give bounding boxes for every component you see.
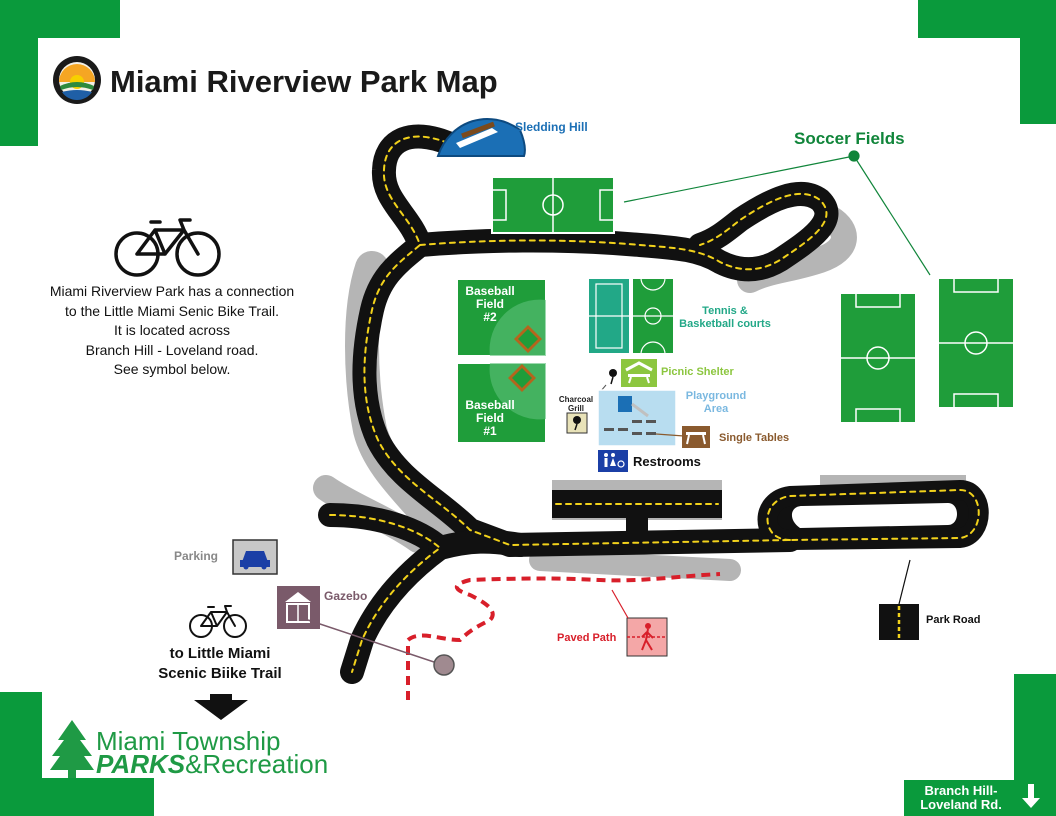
grill-label-line: Grill: [567, 404, 584, 413]
baseball-1-line: Field: [475, 411, 504, 425]
soccer-fields-label: Soccer Fields: [794, 129, 905, 148]
soccer-field-right-1: [839, 292, 917, 424]
baseball-field-1: [456, 362, 547, 444]
gazebo-leader: [307, 619, 441, 665]
bike-desc-line: to the Little Miami Senic Bike Trail.: [65, 302, 279, 319]
logo-line2: PARKS&Recreation: [96, 749, 328, 780]
parking-label: Parking: [174, 549, 219, 563]
bike-desc-line: See symbol below.: [113, 361, 231, 377]
picnic-shelter-icon: [621, 359, 657, 387]
soccer-field-right-2: [937, 277, 1015, 409]
baseball-1-line: #1: [483, 424, 497, 438]
bike-trail-description: Miami Riverview Park has a connection to…: [40, 282, 304, 380]
paved-path-leader: [611, 589, 629, 619]
baseball-2-line: #2: [483, 310, 497, 324]
page-title: Miami Riverview Park Map: [110, 64, 498, 99]
trail-link-label: to Little Miami Scenic Biike Trail: [140, 644, 300, 684]
exit-sign-line2: Loveland Rd.: [920, 797, 1002, 812]
grill-small-icon: [609, 369, 617, 385]
logo-parks: PARKS: [96, 749, 186, 779]
tennis-basketball-courts: [587, 277, 675, 355]
park-road-icon: [879, 604, 919, 640]
baseball-field-2: [456, 278, 547, 357]
single-tables-leader: [655, 433, 685, 437]
logo-recreation: &Recreation: [185, 749, 329, 779]
paved-path: [406, 572, 721, 700]
playground-label: Playground Area: [678, 390, 754, 416]
soccer-label-leader: [623, 150, 931, 276]
bicycle-icon: [114, 218, 221, 277]
restrooms-label: Restrooms: [633, 454, 701, 469]
single-tables-label: Single Tables: [719, 432, 790, 444]
tennis-label-line: Tennis &: [702, 305, 748, 317]
tree-logo-icon: [50, 720, 94, 778]
trail-link-line1: to Little Miami: [169, 645, 271, 662]
paved-path-icon: [626, 617, 668, 657]
baseball-field-2-label: Baseball Field #2: [457, 285, 523, 324]
baseball-2-line: Field: [475, 297, 504, 311]
logo-line1: Miami Township: [96, 726, 281, 756]
gazebo-label: Gazebo: [324, 589, 368, 603]
bike-desc-line: Branch Hill - Loveland road.: [85, 341, 259, 358]
trail-link-line2: Scenic Biike Trail: [158, 665, 282, 682]
park-road-leader: [898, 559, 911, 605]
baseball-field-1-label: Baseball Field #1: [457, 399, 523, 438]
sledding-hill-icon: [436, 118, 526, 157]
playground-label-line: Area: [703, 403, 729, 415]
playground-label-line: Playground: [685, 390, 747, 402]
park-road: [318, 124, 989, 684]
tennis-label: Tennis & Basketball courts: [672, 305, 778, 331]
picnic-shelter-label: Picnic Shelter: [661, 366, 734, 378]
charcoal-grill-label: Charcoal Grill: [553, 395, 599, 413]
charcoal-grill-icon: [566, 412, 588, 434]
baseball-2-line: Baseball: [465, 284, 515, 298]
bike-desc-line: Miami Riverview Park has a connection: [49, 283, 295, 299]
playground-area: [597, 389, 677, 447]
parking-icon: [232, 539, 278, 575]
arrow-down-icon: [194, 694, 248, 720]
bike-desc-line: It is located across: [114, 322, 230, 338]
gazebo-location-marker: [433, 654, 455, 676]
sledding-hill-label: Sledding Hill: [515, 120, 588, 134]
exit-sign: Branch Hill- Loveland Rd.: [906, 784, 1016, 812]
tennis-label-line: Basketball courts: [679, 318, 771, 330]
township-seal: [53, 56, 101, 104]
exit-arrow-icon: [1022, 784, 1040, 808]
exit-sign-line1: Branch Hill-: [924, 783, 998, 798]
soccer-field-top: [491, 176, 615, 234]
small-bicycle-icon: [189, 605, 247, 638]
grill-label-line: Charcoal: [558, 395, 594, 404]
park-road-label: Park Road: [926, 614, 981, 626]
single-tables-icon: [682, 426, 710, 448]
restrooms-icon: [598, 450, 628, 472]
baseball-1-line: Baseball: [465, 398, 515, 412]
paved-path-label: Paved Path: [557, 632, 617, 644]
